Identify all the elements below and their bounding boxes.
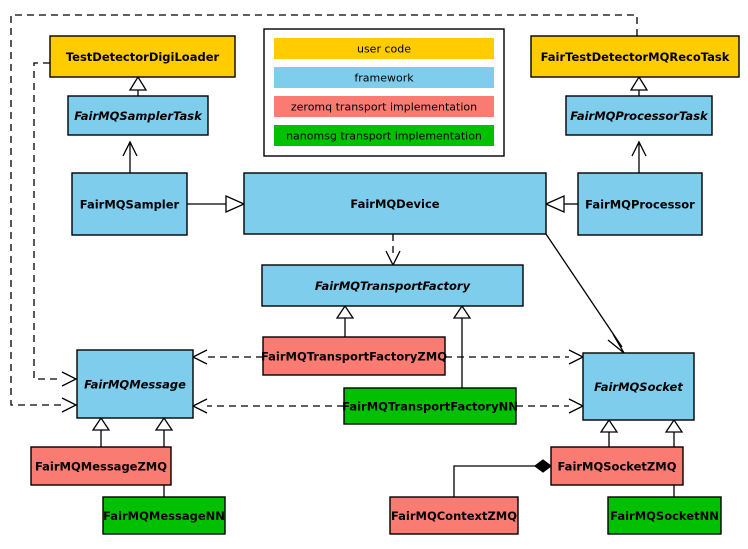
edge-digiloader-inner-to-message (33, 62, 78, 387)
class-node-box[interactable] (102, 496, 226, 535)
class-node-FairMQTransportFactoryZMQ[interactable]: FairMQTransportFactoryZMQ (261, 336, 447, 376)
class-node-box[interactable] (30, 446, 172, 486)
class-node-box[interactable] (530, 35, 740, 78)
edge-factoryzmq-to-socket (445, 349, 585, 365)
class-node-FairMQMessageZMQ[interactable]: FairMQMessageZMQ (30, 446, 172, 486)
class-node-box[interactable] (262, 336, 446, 376)
edge-processor-to-processortask (631, 140, 647, 173)
legend-item-1: framework (274, 67, 494, 88)
edge-messagezmq-to-message (91, 416, 111, 447)
legend-swatch (274, 38, 494, 59)
edge-factorynn-to-message (191, 398, 344, 414)
class-node-FairMQTransportFactoryNN[interactable]: FairMQTransportFactoryNN (342, 387, 518, 425)
class-node-FairMQMessageNN[interactable]: FairMQMessageNN (102, 496, 226, 535)
edge-factorynn-to-socket (516, 398, 585, 414)
class-node-FairTestDetectorMQRecoTask[interactable]: FairTestDetectorMQRecoTask (530, 35, 740, 78)
class-node-TestDetectorDigiLoader[interactable]: TestDetectorDigiLoader (49, 35, 236, 78)
legend-swatch (274, 125, 494, 146)
class-node-box[interactable] (582, 352, 695, 421)
legend-item-0: user code (274, 38, 494, 59)
edge-factoryzmq-to-message (191, 349, 263, 365)
class-node-box[interactable] (67, 95, 209, 136)
legend: user code framework zeromq transport imple… (263, 28, 505, 157)
class-node-box[interactable] (550, 446, 684, 486)
class-node-box[interactable] (565, 95, 713, 136)
edge-samplertask-to-digiloader (128, 75, 148, 96)
edge-recotask-outer-to-message (10, 14, 638, 413)
class-node-FairMQMessage[interactable]: FairMQMessage (76, 349, 194, 419)
class-node-box[interactable] (343, 387, 517, 425)
class-node-FairMQSamplerTask[interactable]: FairMQSamplerTask (67, 95, 209, 136)
class-node-FairMQSocket[interactable]: FairMQSocket (582, 352, 695, 421)
class-node-FairMQSocketZMQ[interactable]: FairMQSocketZMQ (550, 446, 684, 486)
legend-swatch (274, 67, 494, 88)
class-node-FairMQSocketNN[interactable]: FairMQSocketNN (607, 496, 722, 535)
class-node-box[interactable] (389, 496, 519, 535)
legend-item-3: nanomsg transport implementation (274, 125, 494, 146)
class-node-FairMQContextZMQ[interactable]: FairMQContextZMQ (389, 496, 519, 535)
class-node-box[interactable] (243, 172, 547, 235)
edge-socketzmq-owns-contextzmq (453, 459, 552, 497)
legend-item-2: zeromq transport implementation (274, 96, 494, 117)
edge-socketzmq-to-socket (599, 418, 619, 447)
class-node-FairMQSampler[interactable]: FairMQSampler (71, 172, 188, 236)
class-node-FairMQTransportFactory[interactable]: FairMQTransportFactory (261, 264, 524, 307)
class-node-box[interactable] (577, 172, 703, 236)
edge-sampler-to-device (187, 194, 246, 214)
class-node-box[interactable] (49, 35, 236, 78)
edge-device-to-transportfactory (385, 234, 401, 267)
edge-factorynn-to-factory (452, 304, 472, 388)
class-node-box[interactable] (261, 264, 524, 307)
edge-processortask-to-recotask (629, 75, 649, 96)
edge-sampler-to-samplertask (122, 140, 138, 173)
edge-device-to-socket (545, 233, 625, 354)
edge-factoryzmq-to-factory (335, 304, 355, 337)
class-node-box[interactable] (76, 349, 194, 419)
class-node-FairMQDevice[interactable]: FairMQDevice (243, 172, 547, 235)
class-node-FairMQProcessorTask[interactable]: FairMQProcessorTask (565, 95, 713, 136)
edge-processor-to-device (544, 194, 578, 214)
class-node-FairMQProcessor[interactable]: FairMQProcessor (577, 172, 703, 236)
class-node-box[interactable] (71, 172, 188, 236)
legend-swatch (274, 96, 494, 117)
class-node-box[interactable] (607, 496, 722, 535)
